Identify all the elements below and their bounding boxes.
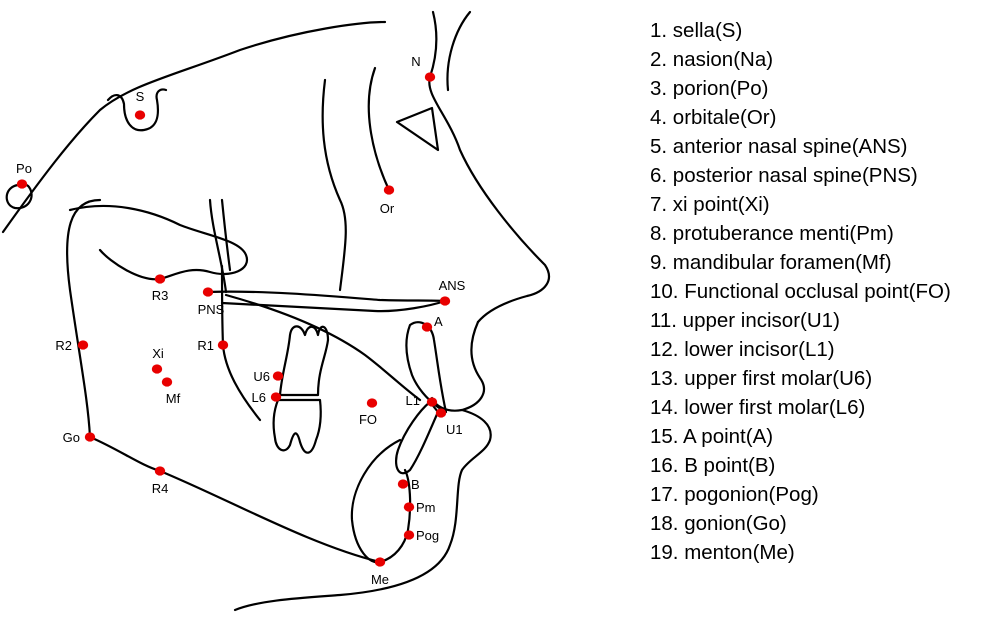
legend-item: 11. upper incisor(U1) [650,306,951,335]
legend-item: 18. gonion(Go) [650,509,951,538]
legend-item: 5. anterior nasal spine(ANS) [650,132,951,161]
landmark-label-r1: R1 [197,338,214,353]
landmark-label-po: Po [16,161,32,176]
legend-item: 10. Functional occlusal point(FO) [650,277,951,306]
landmark-label-l6: L6 [252,390,266,405]
landmark-points [17,72,450,566]
cranial-base-contour [3,22,385,232]
upper-molar-contour [280,326,328,395]
landmark-label-a: A [434,314,443,329]
landmark-label-go: Go [63,430,80,445]
landmark-dot-s [135,110,145,119]
landmark-dot-u6 [273,371,283,380]
coronoid-notch-contour [70,206,247,279]
landmark-dot-mf [162,377,172,386]
legend-item: 1. sella(S) [650,16,951,45]
legend-item: 16. B point(B) [650,451,951,480]
landmark-dot-b [398,479,408,488]
landmark-dot-po [17,179,27,188]
orbit-rim-contour [369,68,389,190]
landmark-dot-ans [440,296,450,305]
legend-item: 14. lower first molar(L6) [650,393,951,422]
landmark-dot-u1 [436,408,446,417]
landmark-label-pm: Pm [416,500,436,515]
lower-lip-contour [235,410,491,610]
landmark-label-pog: Pog [416,528,439,543]
landmark-dot-r3 [155,274,165,283]
legend-item: 9. mandibular foramen(Mf) [650,248,951,277]
landmark-dot-fo [367,398,377,407]
landmark-dot-l6 [271,392,281,401]
landmark-label-me: Me [371,572,389,587]
lower-molar-contour [274,400,321,453]
landmark-dot-r1 [218,340,228,349]
legend-item: 6. posterior nasal spine(PNS) [650,161,951,190]
lower-incisor-contour [396,402,438,473]
landmark-dot-go [85,432,95,441]
landmark-label-u1: U1 [446,422,463,437]
legend-item: 8. protuberance menti(Pm) [650,219,951,248]
landmark-legend: 1. sella(S)2. nasion(Na)3. porion(Po)4. … [650,16,951,567]
legend-item: 12. lower incisor(L1) [650,335,951,364]
landmark-label-n: N [411,54,420,69]
landmark-label-u6: U6 [253,369,270,384]
legend-item: 17. pogonion(Pog) [650,480,951,509]
landmark-dot-or [384,185,394,194]
landmark-label-xi: Xi [152,346,164,361]
landmark-label-r2: R2 [55,338,72,353]
nasal-bone-contour [429,12,549,322]
skull-contours [3,12,549,610]
ramus-posterior-contour [67,200,100,437]
upper-lip-contour [432,322,484,411]
legend-item: 3. porion(Po) [650,74,951,103]
orbit-triangle-contour [397,108,438,150]
landmark-dot-a [422,322,432,331]
landmark-dot-pns [203,287,213,296]
landmark-label-fo: FO [359,412,377,427]
landmark-label-r3: R3 [152,288,169,303]
frontal-contour-inner [447,12,470,90]
mandible-lower-border-contour [90,437,380,562]
legend-item: 13. upper first molar(U6) [650,364,951,393]
landmark-dot-me [375,557,385,566]
landmark-dot-pm [404,502,414,511]
legend-item: 4. orbitale(Or) [650,103,951,132]
pterygoid-contour [210,200,230,292]
orbit-outer-contour [323,80,346,290]
landmark-label-ans: ANS [439,278,466,293]
landmark-label-l1: L1 [406,393,420,408]
symphysis-contour [352,440,410,562]
landmark-dot-r4 [155,466,165,475]
legend-item: 19. menton(Me) [650,538,951,567]
landmark-label-b: B [411,477,420,492]
landmark-dot-r2 [78,340,88,349]
landmark-dot-pog [404,530,414,539]
legend-item: 7. xi point(Xi) [650,190,951,219]
legend-item: 2. nasion(Na) [650,45,951,74]
landmark-label-s: S [136,89,145,104]
landmark-label-pns: PNS [198,302,225,317]
landmark-label-or: Or [380,201,395,216]
landmark-dot-xi [152,364,162,373]
landmark-dot-l1 [427,397,437,406]
palatal-plane-contour [208,292,445,312]
legend-item: 15. A point(A) [650,422,951,451]
landmark-label-r4: R4 [152,481,169,496]
landmark-label-mf: Mf [166,391,181,406]
landmark-dot-n [425,72,435,81]
